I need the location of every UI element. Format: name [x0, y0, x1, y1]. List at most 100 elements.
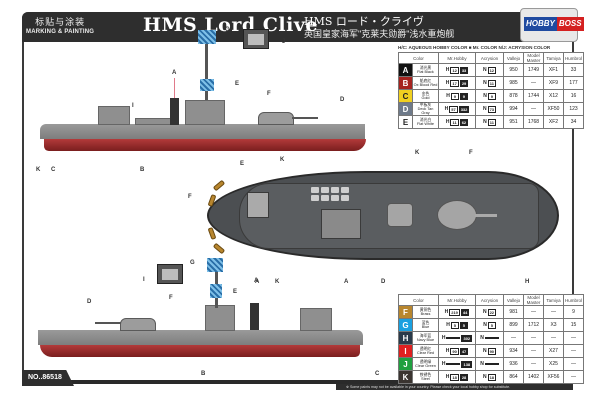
col-mr-hobby: Mr.Hobby	[438, 52, 476, 64]
humbrol-cell: —	[563, 331, 584, 345]
callout-c: C	[375, 371, 380, 377]
humbrol-cell: 16	[563, 89, 584, 103]
color-code-badge: H	[398, 331, 413, 345]
callout-k: K	[275, 279, 280, 285]
footer-disclaimer: ※ Some paints may not be available in yo…	[336, 384, 573, 390]
col-humbrol: Humbrol	[563, 52, 584, 64]
c-code: 28	[459, 373, 469, 381]
callout-f: F	[267, 91, 271, 97]
acrysion-cell: N	[475, 331, 504, 345]
color-name-cn: 金色	[421, 92, 430, 96]
table-header-row: Color Mr.Hobby Acrysion Vallejo Model Ma…	[398, 52, 584, 64]
model-master-cell: —	[523, 357, 544, 371]
color-code-badge: I	[398, 344, 413, 358]
main-gun-barrel	[292, 117, 318, 119]
callout-k: K	[280, 157, 285, 163]
color-name-cn: 铁锈色	[419, 373, 432, 377]
acrysion-cell: N 5	[475, 318, 504, 332]
tamiya-cell: XF9	[543, 76, 564, 90]
funnel	[170, 98, 179, 125]
model-master-cell: —	[523, 331, 544, 345]
color-name-en: Steel	[421, 377, 430, 381]
color-name-en: Clear Green	[415, 364, 436, 368]
col-humbrol: Humbrol	[563, 294, 584, 306]
callout-d: D	[381, 279, 386, 285]
deck-vents	[311, 187, 349, 201]
col-vallejo: Vallejo	[503, 52, 524, 64]
color-code-badge: G	[398, 318, 413, 332]
tamiya-cell: X27	[543, 344, 564, 358]
color-name-cn: 透明绿	[419, 360, 432, 364]
humbrol-cell: 15	[563, 318, 584, 332]
main-turret	[120, 318, 156, 331]
callout-a: A	[172, 70, 177, 76]
c-code: 47	[459, 347, 469, 355]
tamiya-cell: —	[543, 305, 564, 319]
h-code: 11	[450, 118, 459, 126]
acrysion-cell: N 73	[475, 102, 504, 116]
paint-table-top: Color Mr.Hobby Acrysion Vallejo Model Ma…	[398, 52, 584, 129]
color-name-en: Gold	[421, 96, 430, 100]
c-code: 62	[459, 118, 469, 126]
mast-platform-camo	[200, 79, 214, 91]
leader-line	[174, 78, 175, 98]
spotting-top-camo	[207, 258, 223, 272]
acrysion-cell: N 22	[475, 305, 504, 319]
vallejo-cell: 994	[503, 102, 524, 116]
model-master-cell: 1749	[523, 63, 544, 77]
c-code: 9	[459, 92, 468, 100]
h-code: 17	[450, 79, 459, 87]
color-name-en: Flat White	[416, 122, 435, 126]
brand-logo-left: HOBBY	[524, 17, 557, 31]
main-gun-top	[475, 214, 497, 217]
vallejo-cell: 936	[503, 357, 524, 371]
funnel	[250, 303, 259, 330]
brand-logo-right: BOSS	[556, 17, 584, 31]
funnel-casing	[321, 209, 361, 239]
h-code: 9	[450, 92, 459, 100]
n-code: 9	[487, 92, 496, 100]
color-name-en: Brass	[420, 312, 431, 316]
color-name-cn: 蓝色	[421, 321, 430, 325]
tamiya-cell: X12	[543, 89, 564, 103]
bridge	[185, 100, 225, 125]
humbrol-cell: 177	[563, 76, 584, 90]
model-master-cell: 1402	[523, 370, 544, 384]
color-name-cn: 船底红	[419, 79, 432, 83]
callout-k: K	[415, 150, 420, 156]
mast-platform-camo	[210, 284, 222, 298]
acrysion-cell: N 11	[475, 76, 504, 90]
n-code: 73	[487, 105, 497, 113]
detail-inset-i	[157, 264, 183, 284]
vallejo-cell: 864	[503, 370, 524, 384]
model-master-cell: —	[523, 102, 544, 116]
table-header-row: Color Mr.Hobby Acrysion Vallejo Model Ma…	[398, 294, 584, 306]
color-name-cn: 甲板灰	[419, 103, 432, 107]
humbrol-cell: 123	[563, 102, 584, 116]
n-code: 12	[487, 66, 497, 74]
h-code	[446, 337, 461, 339]
title-chinese: 英国皇家海军"克莱夫勋爵"浅水重炮舰	[304, 29, 455, 39]
vallejo-cell: 950	[503, 63, 524, 77]
vallejo-cell: —	[503, 331, 524, 345]
hull-bottom-red	[40, 345, 360, 357]
tripod-mast	[205, 32, 208, 124]
n-code: 11	[487, 118, 496, 126]
model-master-cell: —	[523, 305, 544, 319]
acrysion-cell: N 12	[475, 63, 504, 77]
model-master-cell: 1768	[523, 115, 544, 129]
acrysion-cell: N 11	[475, 115, 504, 129]
